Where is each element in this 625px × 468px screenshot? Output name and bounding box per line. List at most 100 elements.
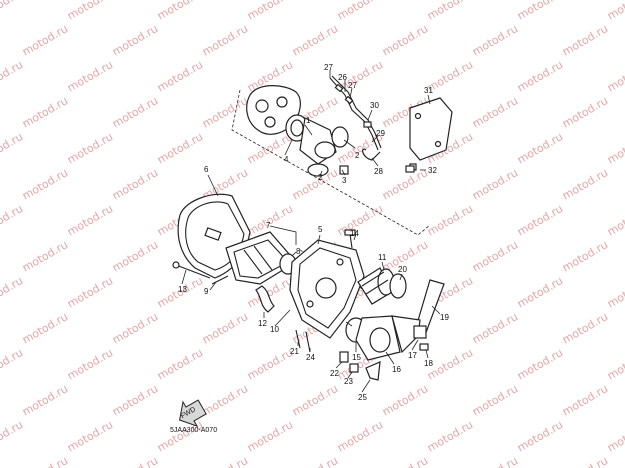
- callout-6: 6: [204, 165, 209, 174]
- watermark-text: motod.ru: [65, 0, 115, 23]
- watermark-text: motod.ru: [470, 454, 520, 468]
- watermark-text: motod.ru: [470, 22, 520, 58]
- watermark-text: motod.ru: [0, 418, 25, 454]
- watermark-text: motod.ru: [515, 418, 565, 454]
- fasteners: [172, 165, 429, 381]
- watermark-text: motod.ru: [290, 22, 340, 58]
- watermark-text: motod.ru: [515, 130, 565, 166]
- callout-27: 27: [324, 63, 333, 72]
- callout-15: 15: [352, 353, 361, 362]
- callout-8: 8: [296, 247, 301, 256]
- callout-20: 20: [398, 265, 407, 274]
- watermark-text: motod.ru: [0, 274, 25, 310]
- watermark-text: motod.ru: [515, 346, 565, 382]
- callout-23: 23: [344, 377, 353, 386]
- watermark-text: motod.ru: [110, 454, 160, 468]
- watermark-text: motod.ru: [470, 238, 520, 274]
- filter-element: [225, 231, 297, 285]
- watermark-text: motod.ru: [560, 382, 610, 418]
- callout-1: 1: [306, 116, 311, 125]
- watermark-text: motod.ru: [65, 346, 115, 382]
- callout-19: 19: [440, 313, 449, 322]
- callout-18: 18: [424, 359, 433, 368]
- watermark-text: motod.ru: [560, 310, 610, 346]
- watermark-text: motod.ru: [110, 238, 160, 274]
- callout-27: 27: [348, 81, 357, 90]
- watermark-text: motod.ru: [65, 202, 115, 238]
- callout-10: 10: [270, 325, 279, 334]
- watermark-text: motod.ru: [65, 130, 115, 166]
- watermark-text: motod.ru: [20, 166, 70, 202]
- watermark-text: motod.ru: [245, 346, 295, 382]
- watermark-text: motod.ru: [110, 166, 160, 202]
- watermark-text: motod.ru: [380, 382, 430, 418]
- watermark-text: motod.ru: [605, 418, 625, 454]
- watermark-text: motod.ru: [65, 58, 115, 94]
- watermark-text: motod.ru: [605, 0, 625, 23]
- watermark-text: motod.ru: [65, 274, 115, 310]
- watermark-text: motod.ru: [470, 310, 520, 346]
- callout-30: 30: [370, 101, 379, 110]
- watermark-text: motod.ru: [335, 0, 385, 23]
- callout-9: 9: [204, 287, 209, 296]
- callout-26: 26: [338, 73, 347, 82]
- watermark-text: motod.ru: [0, 346, 25, 382]
- watermark-text: motod.ru: [335, 418, 385, 454]
- drain-hose: [255, 285, 275, 313]
- watermark-text: motod.ru: [605, 346, 625, 382]
- watermark-text: motod.ru: [155, 346, 205, 382]
- watermark-text: motod.ru: [155, 0, 205, 23]
- watermark-text: motod.ru: [560, 166, 610, 202]
- watermark-text: motod.ru: [380, 454, 430, 468]
- watermark-text: motod.ru: [0, 0, 25, 23]
- callout-2: 2: [355, 151, 360, 160]
- callout-13: 13: [178, 285, 187, 294]
- watermark-text: motod.ru: [20, 382, 70, 418]
- watermark-text: motod.ru: [200, 454, 250, 468]
- diagram-code: 5JAA300-A070: [170, 427, 217, 434]
- watermark-text: motod.ru: [470, 166, 520, 202]
- watermark-text: motod.ru: [515, 274, 565, 310]
- watermark-text: motod.ru: [110, 310, 160, 346]
- watermark-text: motod.ru: [605, 130, 625, 166]
- watermark-text: motod.ru: [0, 130, 25, 166]
- watermark-text: motod.ru: [515, 0, 565, 23]
- watermark-text: motod.ru: [605, 58, 625, 94]
- watermark-text: motod.ru: [20, 454, 70, 468]
- watermark-text: motod.ru: [200, 310, 250, 346]
- callout-3: 3: [342, 176, 347, 185]
- watermark-text: motod.ru: [560, 238, 610, 274]
- callout-7: 7: [266, 221, 271, 230]
- watermark-text: motod.ru: [515, 202, 565, 238]
- callout-22: 22: [330, 369, 339, 378]
- watermark-text: motod.ru: [290, 454, 340, 468]
- watermark-text: motod.ru: [380, 22, 430, 58]
- watermark-text: motod.ru: [200, 22, 250, 58]
- callout-17: 17: [408, 351, 417, 360]
- watermark-text: motod.ru: [155, 418, 205, 454]
- forward-arrow: FWD: [179, 399, 207, 428]
- watermark-text: motod.ru: [110, 382, 160, 418]
- callout-21: 21: [290, 347, 299, 356]
- callout-12: 12: [258, 319, 267, 328]
- watermark-text: motod.ru: [110, 22, 160, 58]
- watermark-text: motod.ru: [200, 94, 250, 130]
- callout-5: 5: [318, 225, 323, 234]
- watermark-text: motod.ru: [470, 94, 520, 130]
- callout-2: 2: [318, 173, 323, 182]
- watermark-text: motod.ru: [425, 0, 475, 23]
- lower-duct: [345, 315, 427, 361]
- callout-29: 29: [376, 129, 385, 138]
- watermark-text: motod.ru: [110, 94, 160, 130]
- watermark-text: motod.ru: [200, 382, 250, 418]
- watermark-text: motod.ru: [20, 238, 70, 274]
- callout-24: 24: [306, 353, 315, 362]
- watermark-text: motod.ru: [65, 418, 115, 454]
- airbox-case: [289, 239, 365, 339]
- watermark-text: motod.ru: [605, 274, 625, 310]
- watermark-text: motod.ru: [155, 130, 205, 166]
- watermark-text: motod.ru: [605, 202, 625, 238]
- watermark-text: motod.ru: [560, 454, 610, 468]
- side-cover: [409, 97, 453, 171]
- watermark-text: motod.ru: [560, 22, 610, 58]
